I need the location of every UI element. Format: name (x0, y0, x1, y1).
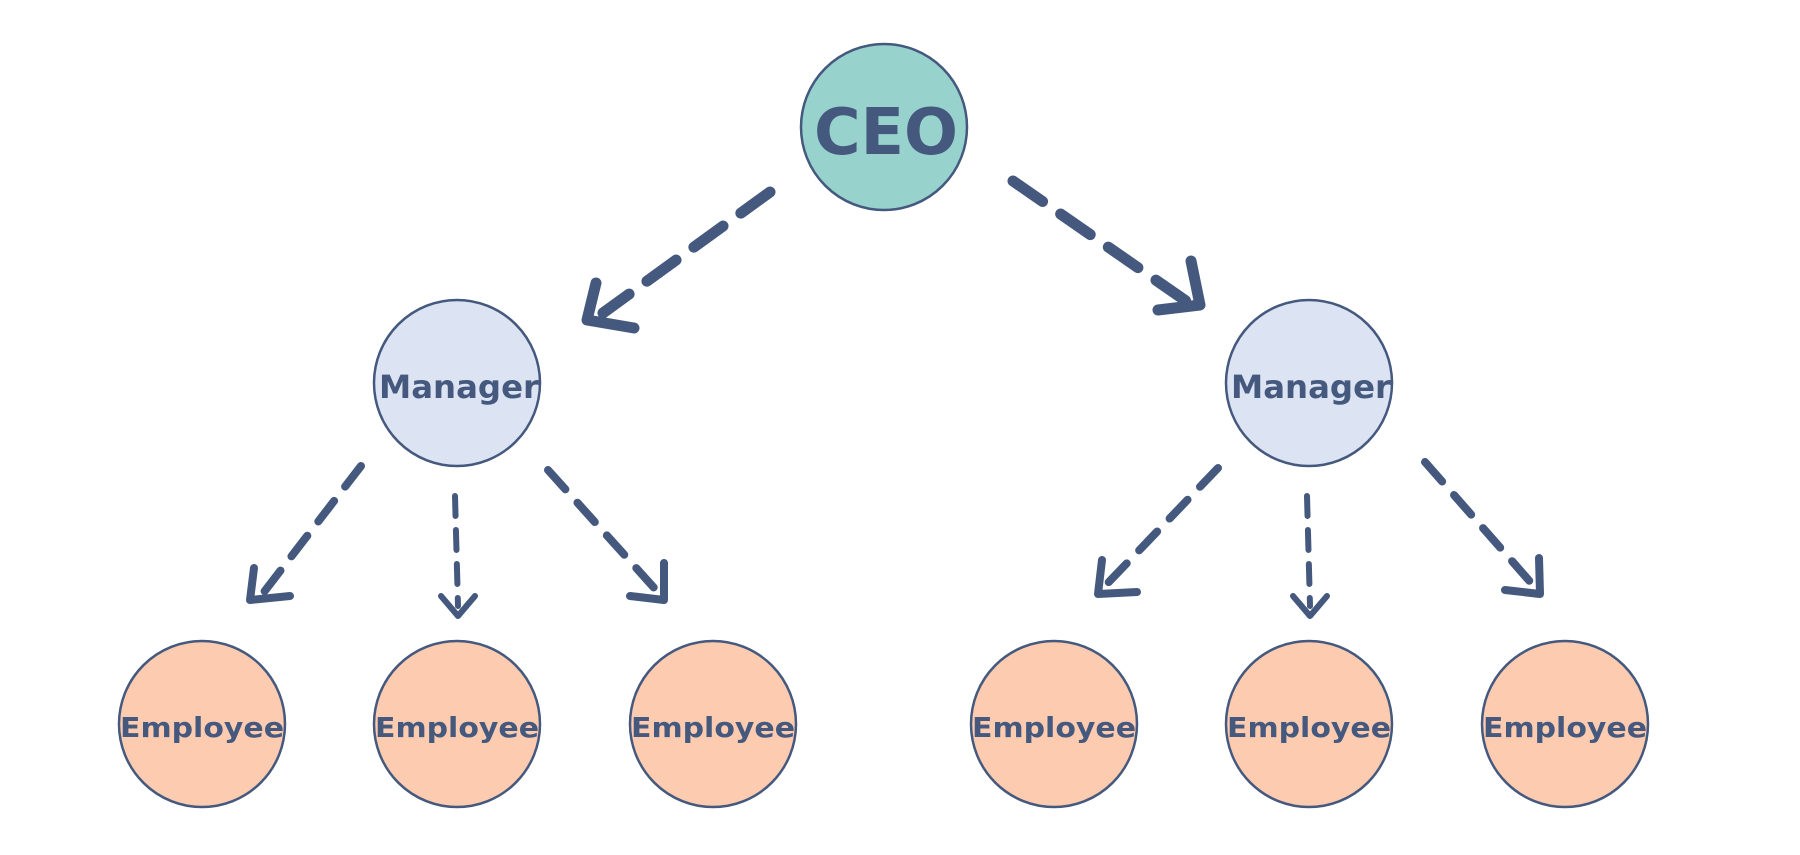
arrow-manager-right-to-employee-5 (1290, 493, 1330, 619)
arrow-manager-left-to-employee-2 (438, 493, 478, 619)
arrow-manager-left-to-employee-1 (246, 462, 365, 604)
arrow-manager-left-to-employee-3 (544, 466, 668, 604)
manager-node-right: Manager (1224, 298, 1394, 468)
employee-label: Employee (631, 711, 795, 744)
employee-node-3: Employee (628, 639, 798, 809)
employee-label: Employee (1483, 711, 1647, 744)
arrow-manager-right-to-employee-6 (1421, 458, 1544, 598)
arrow-ceo-to-manager-right (1007, 175, 1206, 316)
arrow-ceo-to-manager-left (581, 186, 776, 334)
manager-node-left: Manager (372, 298, 542, 468)
employee-node-2: Employee (372, 639, 542, 809)
manager-label: Manager (379, 368, 539, 406)
ceo-label: CEO (814, 96, 958, 170)
employee-label: Employee (375, 711, 539, 744)
employee-label: Employee (972, 711, 1136, 744)
employee-node-5: Employee (1224, 639, 1394, 809)
employee-node-1: Employee (117, 639, 287, 809)
employee-label: Employee (120, 711, 284, 744)
employee-node-4: Employee (969, 639, 1139, 809)
employee-label: Employee (1227, 711, 1391, 744)
ceo-node: CEO (799, 42, 969, 212)
manager-label: Manager (1231, 368, 1391, 406)
employee-node-6: Employee (1480, 639, 1650, 809)
arrow-manager-right-to-employee-4 (1094, 464, 1222, 598)
